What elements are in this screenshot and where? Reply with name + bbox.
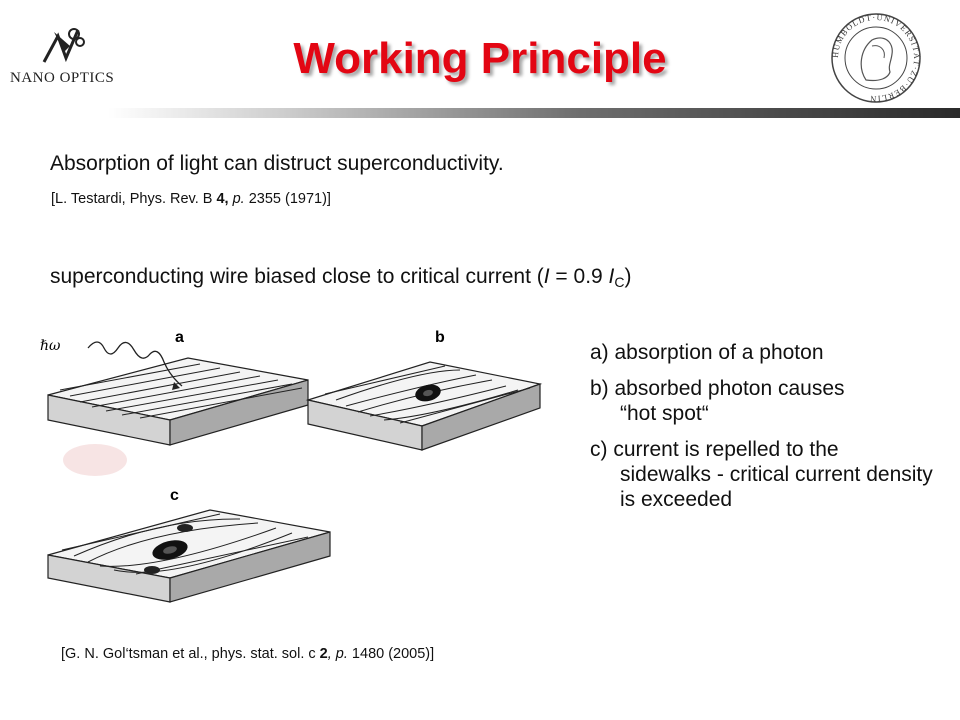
nano-optics-logo-icon bbox=[42, 28, 85, 63]
wire-mid: = 0.9 bbox=[549, 265, 609, 288]
wire-prefix: superconducting wire biased close to cri… bbox=[50, 265, 544, 288]
wire-var-ic: I bbox=[608, 265, 615, 288]
page-title: Working Principle bbox=[293, 34, 667, 83]
panel-label-b: b bbox=[435, 329, 445, 346]
header-divider bbox=[108, 108, 960, 118]
ref-goltsman-prefix: [G. N. Gol‘tsman et al., phys. stat. sol… bbox=[61, 646, 320, 662]
explanation-a: a) absorption of a photon bbox=[590, 340, 950, 365]
explanation-a-label: a) absorption of a photon bbox=[590, 341, 824, 364]
explanation-b-cont: “hot spot“ bbox=[620, 402, 709, 425]
university-seal-icon: HUMBOLDT·UNIVERSITÄT·ZU·BERLIN bbox=[831, 13, 921, 103]
explanation-list: a) absorption of a photon b) absorbed ph… bbox=[590, 340, 950, 523]
wire-bias-statement: superconducting wire biased close to cri… bbox=[50, 265, 632, 290]
panel-c: c bbox=[47, 487, 331, 603]
ref-testardi-volume: 4, bbox=[216, 191, 229, 207]
explanation-b: b) absorbed photon causes “hot spot“ bbox=[590, 376, 950, 426]
absorption-statement: Absorption of light can distruct superco… bbox=[50, 152, 504, 175]
reference-goltsman: [G. N. Gol‘tsman et al., phys. stat. sol… bbox=[61, 646, 434, 662]
panel-label-a: a bbox=[175, 329, 184, 346]
photon-symbol: ℏω bbox=[40, 338, 61, 354]
explanation-c: c) current is repelled to the sidewalks … bbox=[590, 437, 950, 512]
wire-suffix: ) bbox=[624, 265, 632, 288]
explanation-c-label: c) current is repelled to the bbox=[590, 438, 839, 461]
ref-goltsman-suffix: 1480 (2005)] bbox=[347, 646, 435, 662]
panel-label-c: c bbox=[170, 487, 179, 504]
panel-a: ℏω a bbox=[40, 329, 309, 446]
ref-testardi-suffix: 2355 (1971)] bbox=[244, 191, 331, 207]
explanation-b-label: b) absorbed photon causes bbox=[590, 377, 845, 400]
ref-goltsman-page-label: , p. bbox=[327, 646, 348, 662]
explanation-c-cont: sidewalks - critical current density is … bbox=[620, 463, 933, 511]
panel-b: b bbox=[305, 329, 543, 451]
ref-testardi-page-label: p. bbox=[228, 191, 245, 207]
wire-var-i: I bbox=[543, 265, 550, 288]
wire-sub-c: C bbox=[614, 274, 625, 290]
reference-testardi: [L. Testardi, Phys. Rev. B 4, p. 2355 (1… bbox=[51, 191, 331, 207]
ref-testardi-prefix: [L. Testardi, Phys. Rev. B bbox=[51, 191, 217, 207]
nano-optics-logo-text: NANO OPTICS bbox=[10, 70, 115, 86]
hotspot-figure: ℏω a b bbox=[40, 329, 543, 603]
ref-goltsman-volume: 2 bbox=[319, 646, 328, 662]
